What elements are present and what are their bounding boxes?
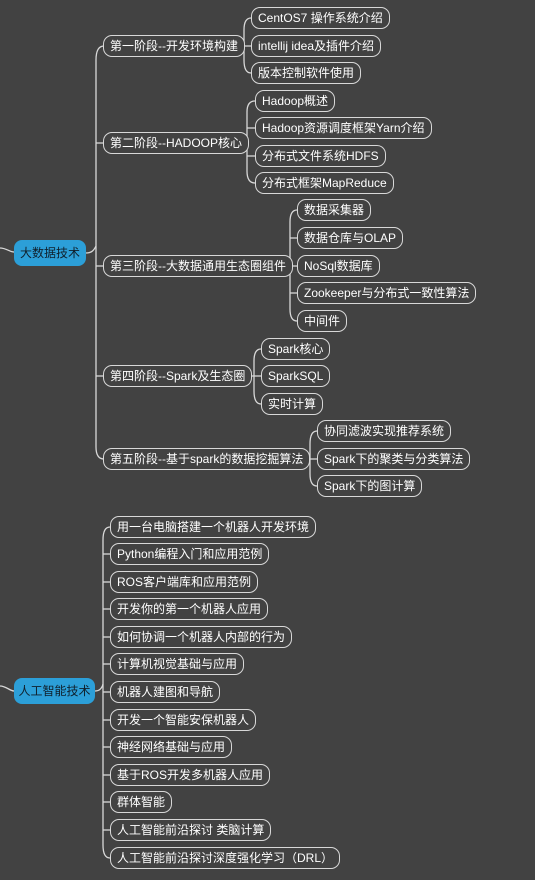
topic-node[interactable]: 开发一个智能安保机器人 <box>110 709 257 731</box>
topic-node[interactable]: 机器人建图和导航 <box>110 681 221 703</box>
topic-node[interactable]: 神经网络基础与应用 <box>110 736 233 758</box>
topic-node[interactable]: intellij idea及插件介绍 <box>251 35 382 57</box>
topic-node[interactable]: 人工智能前沿探讨深度强化学习（DRL） <box>110 847 341 869</box>
topic-node[interactable]: 群体智能 <box>110 791 173 813</box>
root-node-ai[interactable]: 人工智能技术 <box>14 678 95 704</box>
topic-node[interactable]: Hadoop概述 <box>255 90 336 112</box>
topic-node[interactable]: Spark下的图计算 <box>317 475 423 497</box>
topic-node[interactable]: SparkSQL <box>261 365 331 387</box>
topic-node[interactable]: 基于ROS开发多机器人应用 <box>110 764 271 786</box>
stage-node-1[interactable]: 第一阶段--开发环境构建 <box>103 35 245 57</box>
root-node-bigdata[interactable]: 大数据技术 <box>14 240 86 266</box>
topic-node[interactable]: CentOS7 操作系统介绍 <box>251 7 390 29</box>
topic-node[interactable]: 数据采集器 <box>297 199 372 221</box>
topic-node[interactable]: Hadoop资源调度框架Yarn介绍 <box>255 117 432 139</box>
topic-node[interactable]: 实时计算 <box>261 393 324 415</box>
topic-node[interactable]: Spark下的聚类与分类算法 <box>317 448 471 470</box>
topic-node[interactable]: 用一台电脑搭建一个机器人开发环境 <box>110 516 317 538</box>
topic-node[interactable]: 分布式文件系统HDFS <box>255 145 386 167</box>
stage-node-2[interactable]: 第二阶段--HADOOP核心 <box>103 132 250 154</box>
topic-node[interactable]: Python编程入门和应用范例 <box>110 543 270 565</box>
topic-node[interactable]: 版本控制软件使用 <box>251 62 362 84</box>
stage-node-4[interactable]: 第四阶段--Spark及生态圈 <box>103 365 253 387</box>
topic-node[interactable]: Zookeeper与分布式一致性算法 <box>297 282 477 304</box>
topic-node[interactable]: 人工智能前沿探讨 类脑计算 <box>110 819 272 841</box>
topic-node[interactable]: 如何协调一个机器人内部的行为 <box>110 626 293 648</box>
topic-node[interactable]: 数据仓库与OLAP <box>297 227 404 249</box>
topic-node[interactable]: 协同滤波实现推荐系统 <box>317 420 452 442</box>
stage-node-3[interactable]: 第三阶段--大数据通用生态圈组件 <box>103 255 293 277</box>
topic-node[interactable]: 分布式框架MapReduce <box>255 172 394 194</box>
topic-node[interactable]: Spark核心 <box>261 338 331 360</box>
topic-node[interactable]: 开发你的第一个机器人应用 <box>110 598 269 620</box>
topic-node[interactable]: NoSql数据库 <box>297 255 380 277</box>
topic-node[interactable]: 计算机视觉基础与应用 <box>110 653 245 675</box>
topic-node[interactable]: ROS客户端库和应用范例 <box>110 571 259 593</box>
stage-node-5[interactable]: 第五阶段--基于spark的数据挖掘算法 <box>103 448 311 470</box>
topic-node[interactable]: 中间件 <box>297 310 348 332</box>
